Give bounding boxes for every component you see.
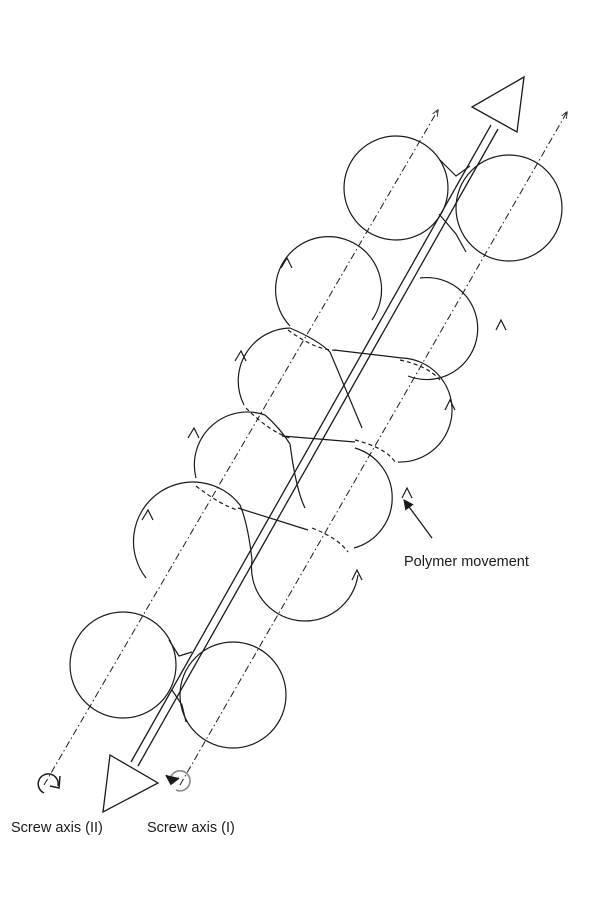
helical-flight-section: [132, 236, 507, 622]
rotation-icon-clockwise: [37, 773, 61, 794]
rotation-icon-counterclockwise: [165, 770, 191, 792]
screw-axis-1-line: [179, 112, 567, 786]
conveying-axis-arrow: [102, 75, 525, 814]
polymer-movement-label: Polymer movement: [404, 554, 529, 570]
polymer-movement-pointer: [403, 499, 433, 539]
screw-axis-2-label: Screw axis (II): [11, 820, 103, 836]
top-screw-element-pair: [343, 135, 563, 262]
bottom-screw-element-pair: [69, 611, 287, 749]
screw-axis-2-line: [43, 110, 438, 786]
screw-axis-1-label: Screw axis (I): [147, 820, 235, 836]
